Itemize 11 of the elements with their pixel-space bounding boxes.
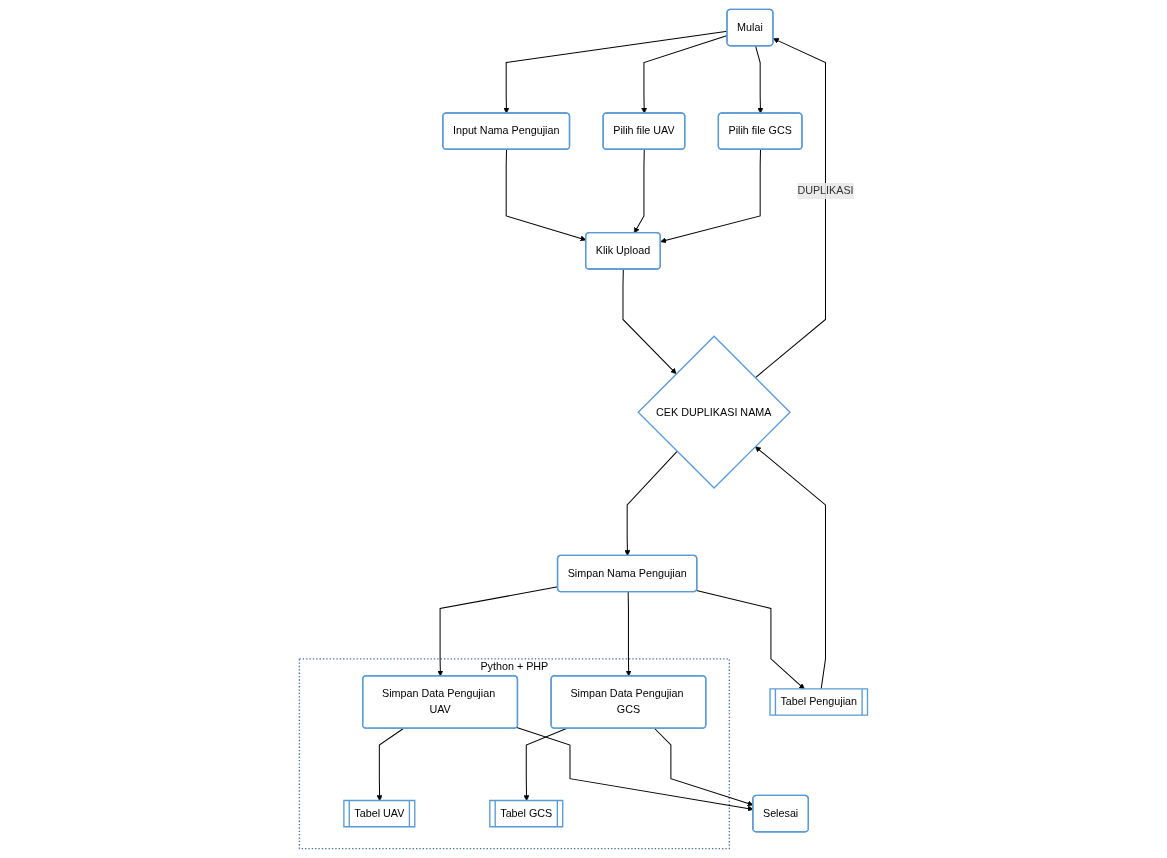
arrow bbox=[660, 149, 762, 244]
arrow bbox=[625, 591, 632, 677]
node-diamond: CEK DUPLIKASI NAMA bbox=[637, 335, 791, 489]
arrow bbox=[754, 38, 827, 379]
edge-label: DUPLIKASI bbox=[797, 184, 854, 197]
arrow bbox=[641, 34, 728, 114]
arrow bbox=[634, 149, 645, 234]
arrow bbox=[755, 45, 764, 114]
arrow bbox=[624, 450, 678, 556]
arrow bbox=[622, 268, 677, 375]
arrow bbox=[503, 30, 728, 114]
